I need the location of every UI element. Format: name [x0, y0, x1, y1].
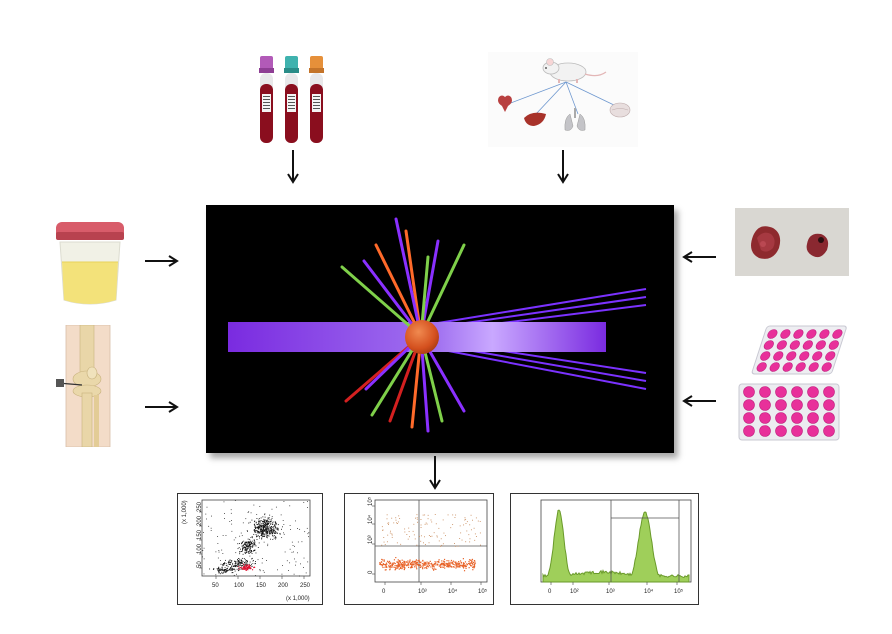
- plot2-y-tick: 10⁴: [367, 514, 374, 524]
- plot1-x-unit: (x 1,000): [286, 596, 310, 602]
- plot1-y-tick: 100: [197, 543, 203, 554]
- arrow-right-urine-icon: [145, 254, 179, 268]
- plot1-x-tick: 250: [300, 583, 311, 589]
- histogram-plot: 0 10² 10³ 10⁴ 10⁵: [510, 493, 699, 605]
- plot2-y-tick: 0: [368, 570, 374, 574]
- mouse-with-organs-icon: [488, 52, 638, 147]
- cell-culture-plates-icon: [735, 320, 853, 445]
- plot2-x-tick: 10³: [418, 589, 427, 595]
- plot3-x-tick: 10⁴: [644, 588, 654, 595]
- plot1-x-tick: 150: [256, 583, 267, 589]
- arrow-down-blood-icon: [286, 150, 300, 184]
- plot1-y-tick: 150: [197, 529, 203, 540]
- tissue-biopsy-photo-icon: [735, 208, 849, 276]
- arrow-down-mouse-icon: [556, 150, 570, 184]
- arrow-left-biopsy-icon: [682, 250, 716, 264]
- dot-plot-quadrant-2: 0 10³ 10⁴ 10⁵ 0 10³ 10⁴ 10⁵: [344, 493, 494, 605]
- knee-joint-aspiration-icon: [56, 325, 114, 447]
- plot1-y-tick: 200: [197, 515, 203, 526]
- plot3-x-tick: 0: [548, 589, 552, 595]
- plot1-y-unit: (x 1,000): [182, 500, 188, 524]
- plot2-x-tick: 10⁴: [448, 588, 458, 595]
- plot2-y-tick: 10⁵: [367, 496, 374, 506]
- plot3-x-tick: 10³: [606, 589, 615, 595]
- plot1-x-tick: 50: [212, 583, 219, 589]
- plot2-x-tick: 0: [382, 589, 386, 595]
- plot2-y-tick: 10³: [368, 535, 374, 544]
- arrow-left-plates-icon: [682, 394, 716, 408]
- arrow-down-output-icon: [428, 456, 442, 490]
- plot3-x-tick: 10⁵: [674, 588, 684, 595]
- plot2-x-tick: 10⁵: [478, 588, 488, 595]
- plot1-y-tick: 250: [197, 501, 203, 512]
- plot3-x-tick: 10²: [570, 589, 579, 595]
- flow-cytometry-laser-illustration: [206, 205, 674, 453]
- blood-sample-tubes-icon: [250, 52, 332, 147]
- arrow-right-knee-icon: [145, 400, 179, 414]
- urine-sample-cup-icon: [50, 218, 130, 308]
- plot1-x-tick: 100: [234, 583, 245, 589]
- plot1-x-tick: 200: [278, 583, 289, 589]
- plot1-y-tick: 50: [197, 561, 203, 568]
